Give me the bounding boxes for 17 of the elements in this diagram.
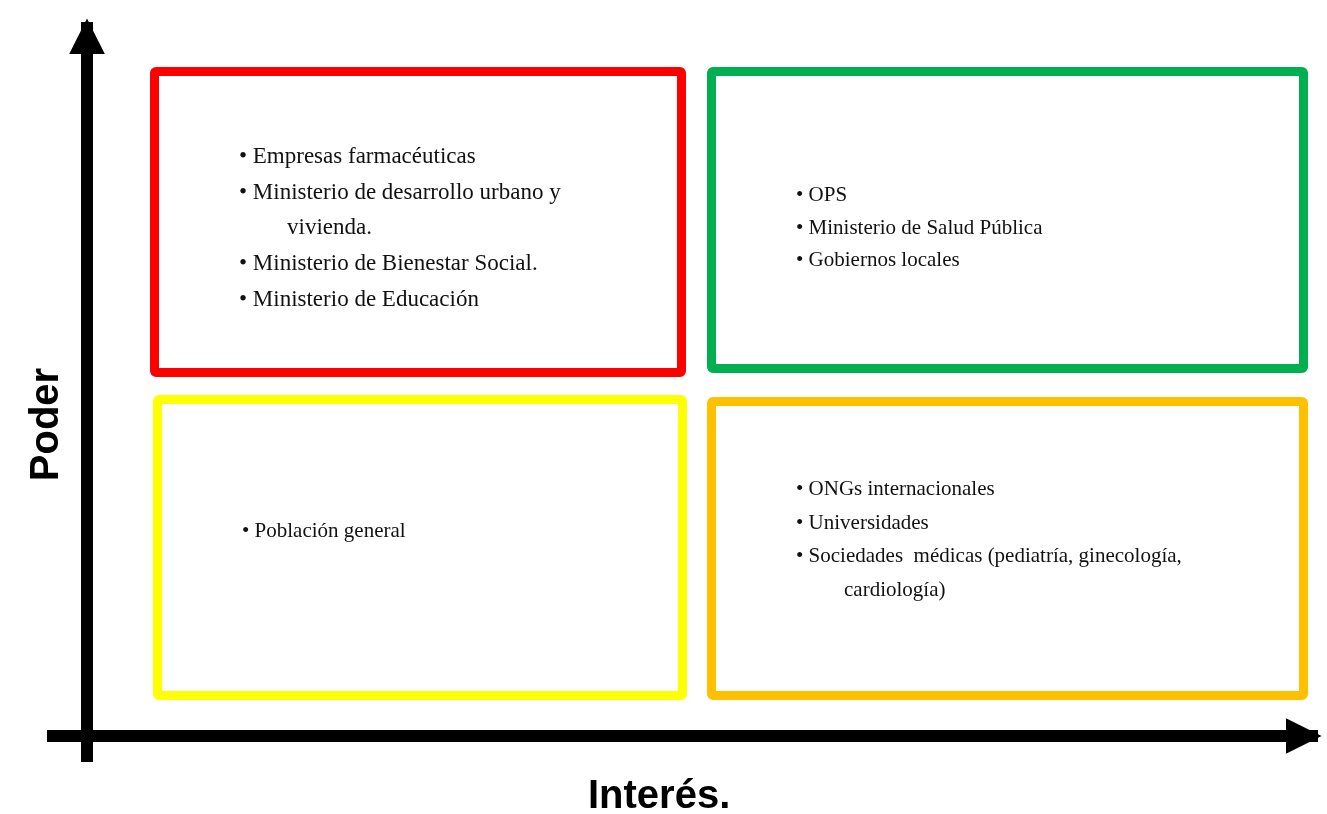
bullet-item: • Empresas farmacéuticas	[239, 142, 477, 170]
quadrant-box	[150, 67, 686, 377]
axis-title: Interés.	[588, 772, 731, 814]
bullet-item: • Ministerio de Educación	[239, 284, 480, 313]
axis-title: Poder	[22, 367, 68, 482]
bullet-item: • OPS	[796, 181, 849, 208]
bullet-item: • Ministerio de Bienestar Social.	[239, 248, 539, 277]
quadrant-box	[707, 397, 1308, 700]
quadrant-box	[707, 67, 1308, 373]
bullet-item: • Población general	[242, 517, 407, 544]
bullet-item: • Sociedades médicas (pediatría, ginecología, cardiología)	[796, 542, 1183, 603]
bullet-item: • Gobiernos locales	[796, 246, 961, 274]
bullet-item: • Ministerio de Salud Pública	[796, 213, 1044, 241]
bullet-item: • ONGs internacionales	[796, 475, 996, 502]
bullet-item: • Universidades	[796, 508, 930, 536]
bullet-item: • Ministerio de desarrollo urbano y vivienda.	[239, 177, 562, 242]
quadrant-box	[153, 395, 687, 700]
